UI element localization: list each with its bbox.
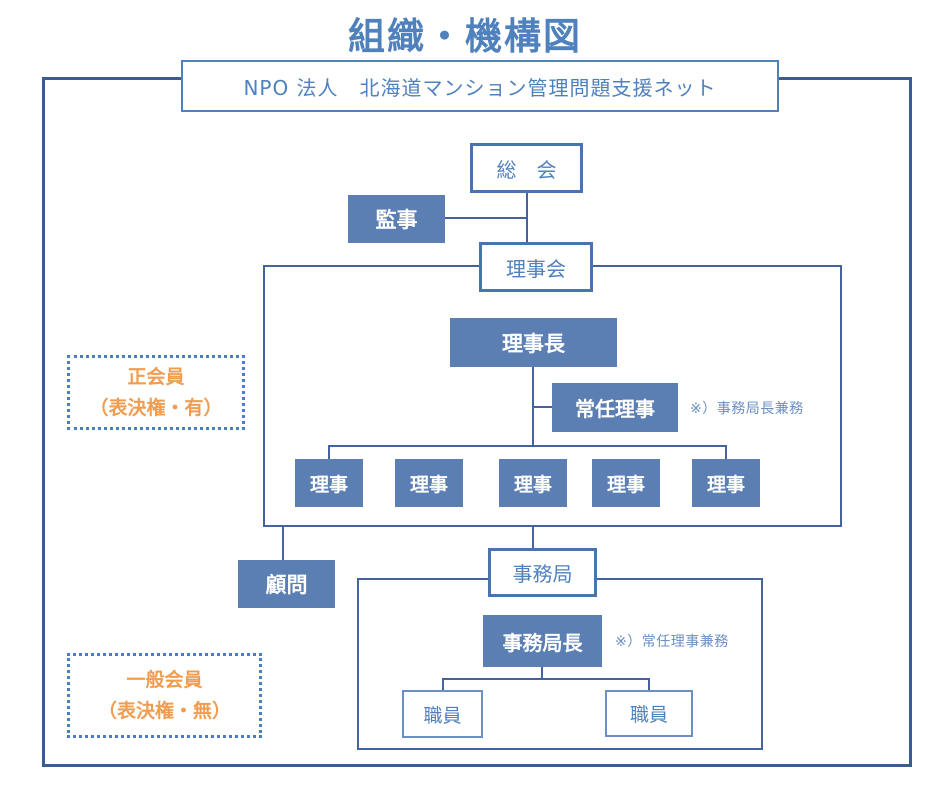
connector-auditor bbox=[444, 217, 527, 219]
connector-staff2-drop bbox=[648, 678, 650, 691]
node-general-meeting: 総 会 bbox=[470, 143, 583, 193]
node-director-3: 理事 bbox=[499, 459, 567, 507]
legend-general-member-line1: 一般会員 bbox=[126, 669, 203, 692]
connector-directors-horizontal bbox=[328, 445, 727, 447]
connector-director5-drop bbox=[725, 445, 727, 460]
org-name-header: NPO 法人 北海道マンション管理問題支援ネット bbox=[181, 60, 779, 112]
connector-director1-drop bbox=[328, 445, 330, 460]
connector-staff1-drop bbox=[442, 678, 444, 691]
connector-secretary-general-down bbox=[541, 666, 543, 680]
node-director-2: 理事 bbox=[395, 459, 463, 507]
legend-general-member: 一般会員 （表決権・無） bbox=[67, 653, 262, 738]
standing-director-note: ※）事務局長兼務 bbox=[690, 400, 804, 417]
node-director-5: 理事 bbox=[692, 459, 760, 507]
node-chairman: 理事長 bbox=[450, 318, 617, 367]
node-advisor: 顧問 bbox=[238, 560, 335, 608]
node-staff-1: 職員 bbox=[402, 690, 483, 738]
node-standing-director: 常任理事 bbox=[552, 383, 678, 432]
page-title: 組織・機構図 bbox=[348, 15, 582, 58]
legend-regular-member-line1: 正会員 bbox=[127, 366, 185, 389]
node-staff-2: 職員 bbox=[605, 690, 693, 737]
legend-regular-member: 正会員 （表決権・有） bbox=[67, 355, 245, 430]
connector-staff-horizontal bbox=[442, 678, 650, 680]
node-secretariat: 事務局 bbox=[488, 548, 597, 597]
connector-secretariat-drop bbox=[532, 527, 534, 549]
node-auditor: 監事 bbox=[348, 195, 445, 243]
node-director-1: 理事 bbox=[295, 459, 363, 507]
node-board: 理事会 bbox=[479, 242, 593, 292]
connector-advisor-drop bbox=[282, 527, 284, 561]
legend-general-member-line2: （表決権・無） bbox=[97, 699, 231, 722]
secretary-general-note: ※）常任理事兼務 bbox=[615, 634, 729, 650]
connector-general-meeting-board bbox=[526, 192, 528, 243]
legend-regular-member-line2: （表決権・有） bbox=[89, 396, 223, 419]
node-secretary-general: 事務局長 bbox=[483, 615, 602, 667]
connector-standing-director bbox=[533, 406, 553, 408]
node-director-4: 理事 bbox=[592, 459, 660, 507]
